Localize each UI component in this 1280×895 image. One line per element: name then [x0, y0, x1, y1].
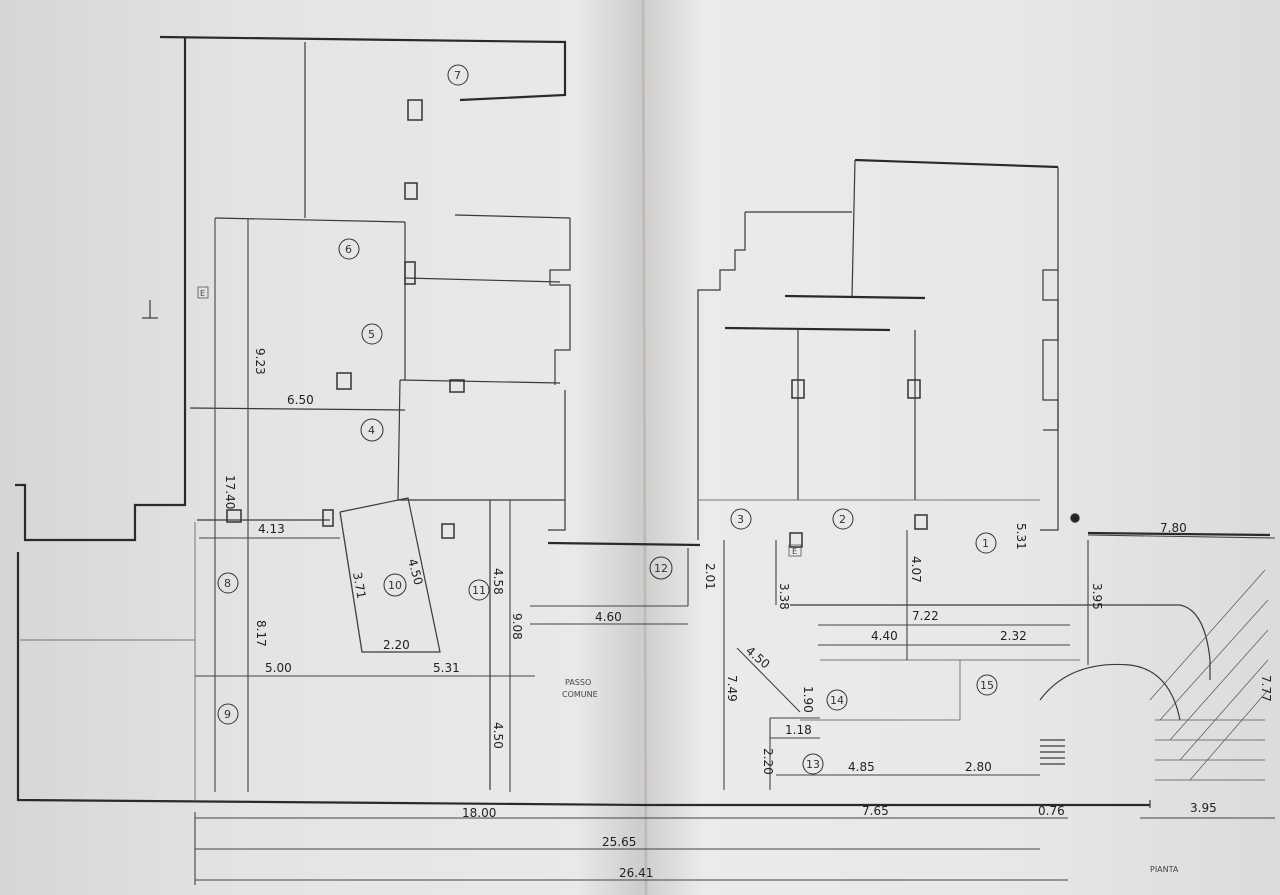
fold-crease	[641, 0, 648, 895]
marker-e-1: E	[200, 289, 205, 298]
dim-5-31-b: 5.31	[1014, 523, 1028, 550]
dim-4-50-diag: 4.50	[405, 557, 425, 586]
dim-4-85: 4.85	[848, 760, 875, 774]
room-markers: 1 2 3 4 5 6 7 8 9 10 11 12 13 14 15	[217, 64, 998, 775]
right-dimension-lines	[723, 530, 1276, 790]
dim-7-65: 7.65	[862, 804, 889, 818]
dim-25-65: 25.65	[602, 835, 636, 849]
dim-2-01: 2.01	[703, 563, 717, 590]
dim-3-71: 3.71	[350, 571, 368, 600]
dim-4-07: 4.07	[909, 556, 923, 583]
dim-3-95-a: 3.95	[1090, 583, 1104, 610]
dim-7-80: 7.80	[1160, 521, 1187, 535]
corner-label: PIANTA	[1150, 865, 1179, 874]
dim-18-00: 18.00	[462, 806, 496, 820]
room-11: 11	[472, 584, 486, 597]
dim-1-90: 1.90	[801, 686, 815, 713]
dim-8-17: 8.17	[254, 620, 268, 647]
dim-4-50-arc: 4.50	[743, 644, 772, 672]
marker-e-2: E	[792, 547, 797, 556]
dim-9-23: 9.23	[253, 348, 267, 375]
room-15: 15	[980, 679, 994, 692]
dim-5-00: 5.00	[265, 661, 292, 675]
left-dimension-lines	[195, 218, 689, 792]
dim-4-58: 4.58	[491, 568, 505, 595]
room-7: 7	[454, 69, 461, 82]
room-1: 1	[982, 537, 989, 550]
dim-2-32: 2.32	[1000, 629, 1027, 643]
dim-1-18: 1.18	[785, 723, 812, 737]
dim-2-20-a: 2.20	[383, 638, 410, 652]
dim-7-49: 7.49	[725, 675, 739, 702]
bottom-dimension-lines	[194, 812, 1275, 885]
dim-3-95-b: 3.95	[1190, 801, 1217, 815]
room-12: 12	[654, 562, 668, 575]
dim-4-40: 4.40	[871, 629, 898, 643]
passage-label-1: PASSO	[565, 678, 591, 687]
dim-7-22: 7.22	[912, 609, 939, 623]
dim-17-40: 17.40	[223, 475, 237, 509]
dimension-labels: 6.50 17.40 9.23 4.13 8.17 3.71 4.50 2.20…	[223, 348, 1273, 880]
left-pillars	[226, 99, 465, 539]
right-pillars	[789, 379, 1080, 548]
dim-9-08: 9.08	[510, 613, 524, 640]
passage-label-2: COMUNE	[562, 690, 598, 699]
room-9: 9	[224, 708, 231, 721]
dim-2-20-b: 2.20	[761, 748, 775, 775]
room-4: 4	[368, 424, 375, 437]
dim-5-31-a: 5.31	[433, 661, 460, 675]
dim-7-77: 7.77	[1259, 675, 1273, 702]
right-building-walls	[645, 158, 1271, 808]
dim-26-41: 26.41	[619, 866, 653, 880]
stair-hatching	[1149, 569, 1269, 781]
room-13: 13	[806, 758, 820, 771]
room-8: 8	[224, 577, 231, 590]
dim-0-76: 0.76	[1038, 804, 1065, 818]
room-14: 14	[830, 694, 844, 707]
dim-4-60: 4.60	[595, 610, 622, 624]
dim-4-50-v: 4.50	[491, 722, 505, 749]
room-10: 10	[388, 579, 402, 592]
dim-3-38: 3.38	[777, 583, 791, 610]
dim-6-50: 6.50	[287, 393, 314, 407]
room-5: 5	[368, 328, 375, 341]
left-building-walls	[15, 35, 701, 807]
room-6: 6	[345, 243, 352, 256]
misc-labels: PASSO COMUNE PIANTA E E	[197, 286, 1179, 874]
room-3: 3	[737, 513, 744, 526]
dim-2-80: 2.80	[965, 760, 992, 774]
room-2: 2	[839, 513, 846, 526]
dim-4-13: 4.13	[258, 522, 285, 536]
